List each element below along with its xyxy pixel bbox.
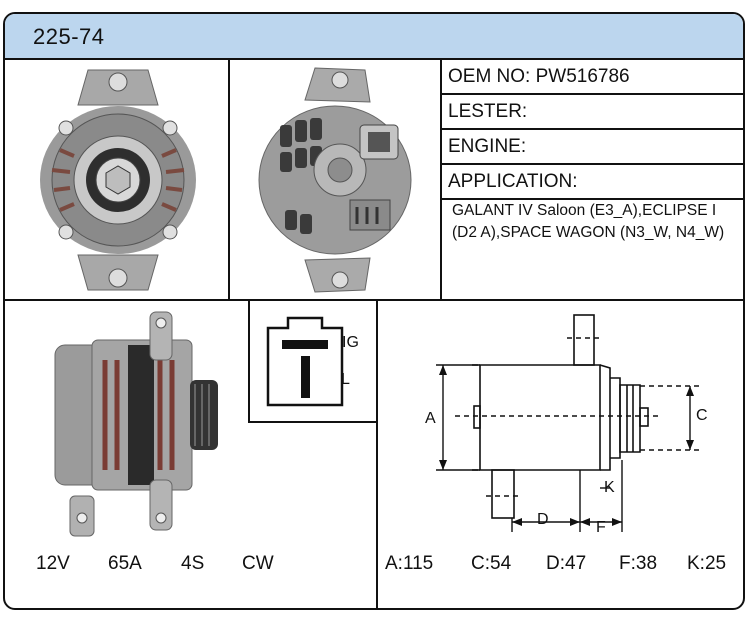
dim-label-f: F — [596, 519, 606, 536]
spec-voltage: 12V — [36, 553, 70, 574]
application-text: GALANT IV Saloon (E3_A),ECLIPSE I (D2 A)… — [452, 202, 725, 241]
spec-pulley: 4S — [181, 553, 205, 574]
divider — [248, 421, 378, 423]
dim-label-c: C — [696, 407, 708, 424]
dim-label-a: A — [425, 410, 436, 427]
dim-value-d: D:47 — [546, 553, 587, 574]
dim-value-k: K:25 — [687, 553, 727, 574]
dim-value-a: A:115 — [385, 553, 434, 574]
lester-number: LESTER: — [448, 101, 528, 122]
divider — [440, 58, 442, 300]
dim-label-k: K — [604, 479, 615, 496]
header-bar: 225-74 — [5, 14, 743, 60]
engine-label: ENGINE: — [448, 136, 527, 157]
oem-number: OEM NO: PW516786 — [448, 66, 630, 87]
dim-value-c: C:54 — [471, 553, 512, 574]
connector-pin-l: L — [341, 371, 350, 388]
application-label: APPLICATION: — [448, 171, 578, 192]
divider — [248, 299, 250, 423]
dim-label-d: D — [537, 511, 549, 528]
divider — [440, 163, 745, 165]
part-number: 225-74 — [33, 24, 105, 49]
spec-rotation: CW — [242, 553, 274, 574]
divider — [440, 128, 745, 130]
divider — [376, 299, 378, 610]
divider — [3, 299, 745, 301]
connector-pin-ig: IG — [342, 334, 359, 351]
divider — [440, 93, 745, 95]
spec-amperage: 65A — [108, 553, 142, 574]
divider — [440, 198, 745, 200]
divider — [228, 58, 230, 300]
dim-value-f: F:38 — [619, 553, 658, 574]
